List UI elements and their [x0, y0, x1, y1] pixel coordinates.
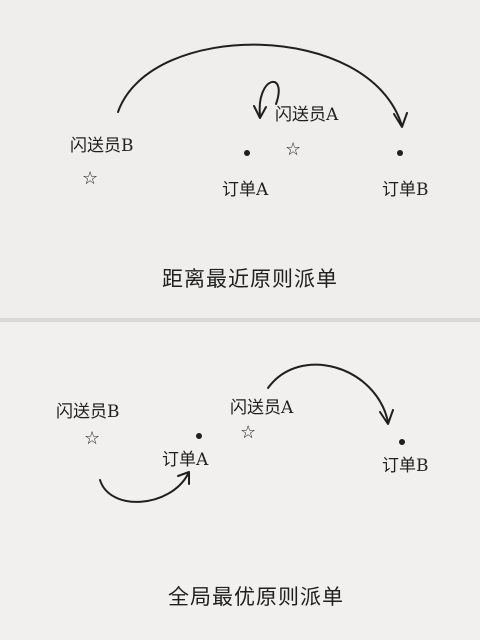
arrowhead-order-a [253, 105, 267, 119]
arrowhead-order-b [393, 112, 408, 128]
courier-a-label: 闪送员A [275, 105, 339, 125]
global-optimal-panel: 闪送员B ☆ 闪送员A ☆ 订单A 订单B 全局最优原则派单 [0, 322, 480, 640]
order-b-dot [397, 150, 403, 156]
arrow-courier-a-to-order-b [267, 363, 389, 423]
courier-a-star-icon: ☆ [240, 422, 257, 443]
courier-a-label: 闪送员A [230, 398, 294, 418]
panel-divider [0, 318, 480, 322]
courier-b-label: 闪送员B [56, 402, 120, 422]
courier-b-label: 闪送员B [70, 136, 134, 156]
global-optimal-caption: 全局最优原则派单 [168, 585, 344, 609]
order-b-dot [399, 439, 405, 445]
courier-a-star-icon: ☆ [285, 139, 302, 160]
order-a-dot [244, 150, 250, 156]
arrow-courier-b-to-order-b [117, 43, 403, 127]
order-a-label: 订单A [162, 450, 209, 470]
order-a-label: 订单A [222, 180, 269, 200]
order-a-dot [196, 433, 202, 439]
arrow-courier-b-to-order-a [99, 473, 189, 503]
nearest-dispatch-arrows [117, 43, 408, 128]
nearest-dispatch-caption: 距离最近原则派单 [162, 267, 338, 291]
arrowhead-order-a [177, 471, 190, 485]
order-b-label: 订单B [382, 456, 429, 476]
global-optimal-arrows [99, 363, 394, 503]
arrow-courier-a-to-order-a [258, 80, 280, 117]
nearest-dispatch-panel: 闪送员B ☆ 闪送员A ☆ 订单A 订单B 距离最近原则派单 [0, 0, 480, 318]
arrowhead-order-b [379, 409, 394, 425]
order-b-label: 订单B [382, 180, 429, 200]
courier-b-star-icon: ☆ [82, 168, 99, 189]
courier-b-star-icon: ☆ [84, 428, 101, 449]
